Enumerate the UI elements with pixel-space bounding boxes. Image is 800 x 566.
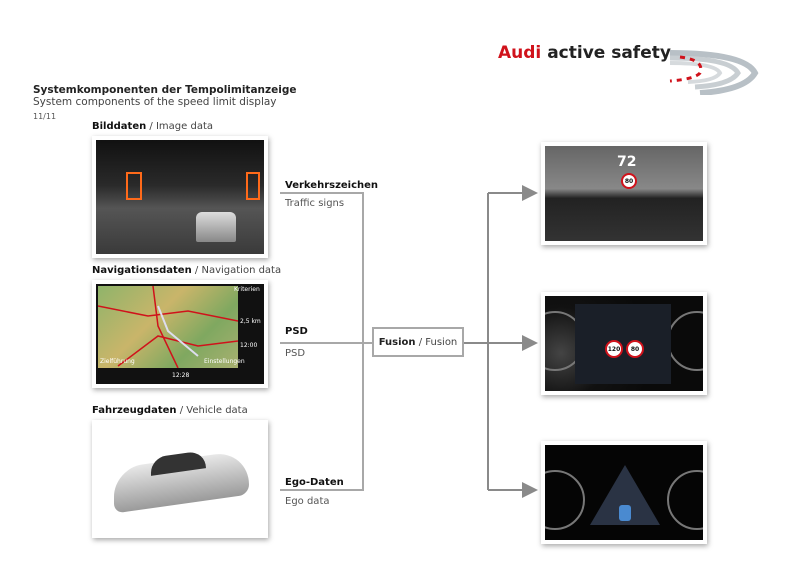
signal-psd-de: PSD	[285, 326, 308, 337]
section-vehicle-data: Fahrzeugdaten / Vehicle data	[92, 405, 248, 416]
nav-settings: Einstellungen	[204, 358, 245, 365]
fusion-label-en: Fusion	[425, 336, 458, 348]
signal-ego-data-en: Ego data	[285, 496, 330, 507]
nav-time: 12:00	[240, 342, 258, 349]
section-navigation-data: Navigationsdaten / Navigation data	[92, 265, 282, 276]
sign-detection-box	[246, 172, 260, 200]
page-title: Systemkomponenten der Tempolimitanzeige	[33, 84, 297, 96]
audi-active-safety-logo: Audi active safety	[498, 43, 671, 63]
cluster-display	[575, 304, 671, 384]
hud-speed-limit-sign: 80	[621, 173, 637, 189]
speed-limit-sign-120: 120	[605, 340, 623, 358]
nav-distance: 2,5 km	[240, 318, 261, 325]
instrument-cluster-image: 120 80	[541, 292, 707, 395]
head-up-display-image: 72 80	[541, 142, 707, 245]
cluster-assist-image	[541, 441, 707, 544]
logo-swoosh-icon	[669, 50, 759, 95]
signal-traffic-signs-de: Verkehrszeichen	[285, 180, 379, 191]
page-subtitle: System components of the speed limit dis…	[33, 96, 277, 108]
signal-ego-data-de: Ego-Daten	[285, 477, 344, 488]
sign-detection-box	[126, 172, 142, 200]
speed-limit-sign-80: 80	[626, 340, 644, 358]
tachometer-gauge	[667, 470, 703, 530]
map-area	[97, 285, 239, 369]
car-image	[196, 212, 236, 242]
nav-clock: 12:28	[172, 372, 190, 379]
nav-criteria: Kriterien	[234, 286, 260, 293]
page-number: 11/11	[33, 112, 57, 121]
tachometer-gauge	[667, 311, 703, 371]
speedometer-gauge	[545, 470, 585, 530]
signal-psd-en: PSD	[285, 348, 306, 359]
logo-tagline: active safety	[547, 43, 671, 63]
signal-traffic-signs-en: Traffic signs	[285, 198, 345, 209]
ego-vehicle-icon	[619, 505, 631, 521]
nav-route-guidance: Zielführung	[100, 358, 135, 365]
fusion-label-de: Fusion	[378, 336, 416, 348]
fusion-box: Fusion / Fusion	[372, 327, 464, 357]
vehicle-image	[92, 420, 268, 538]
camera-image	[92, 136, 268, 258]
section-image-data: Bilddaten / Image data	[92, 121, 214, 132]
navigation-map: Zielführung Einstellungen Kriterien 2,5 …	[92, 280, 268, 388]
hud-speed: 72	[617, 154, 637, 170]
logo-brand: Audi	[498, 43, 542, 63]
